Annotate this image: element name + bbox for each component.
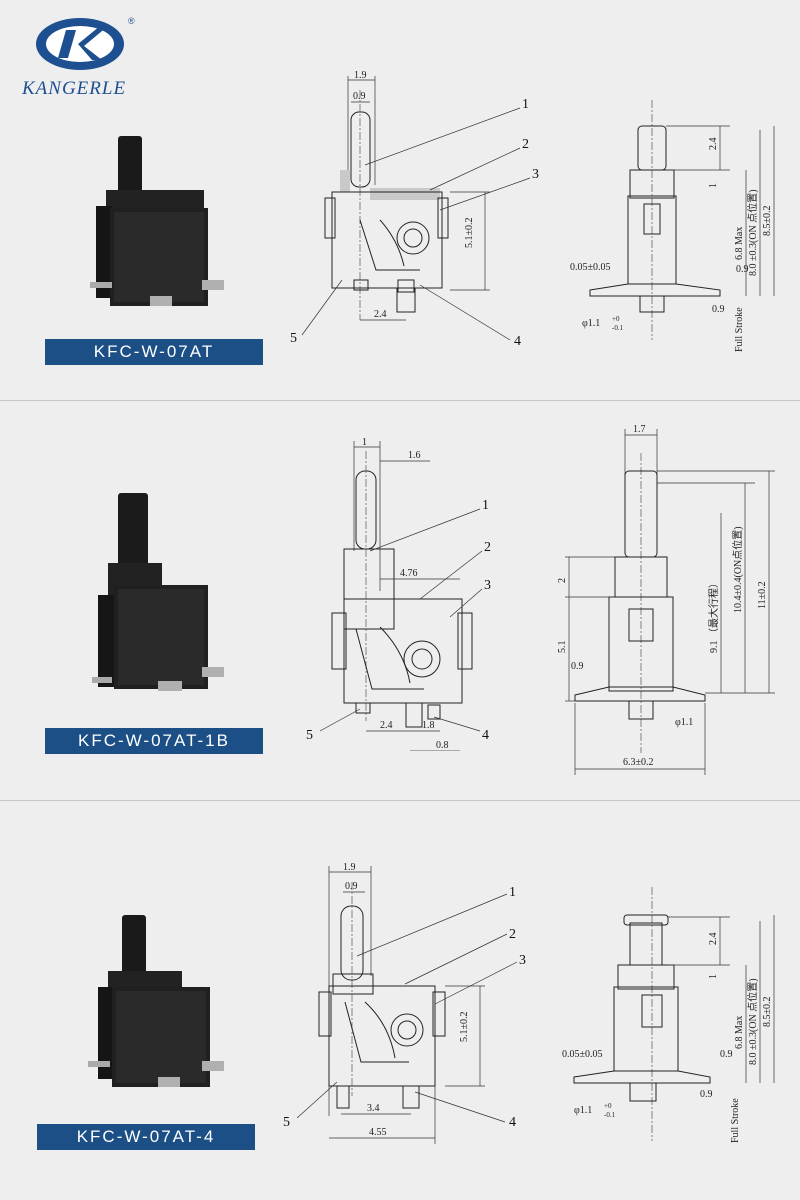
svg-text:0.9: 0.9 (345, 881, 358, 892)
svg-text:4: 4 (482, 728, 489, 743)
svg-text:-0.1: -0.1 (604, 1111, 616, 1119)
registered-mark: ® (128, 16, 135, 26)
model-label: KFC-W-07AT (45, 339, 263, 365)
svg-text:3: 3 (484, 578, 491, 593)
svg-text:0.9: 0.9 (720, 1049, 733, 1060)
svg-text:10.4±0.4(ON点位置): 10.4±0.4(ON点位置) (731, 526, 744, 613)
svg-text:0.05±0.05: 0.05±0.05 (570, 262, 611, 273)
svg-text:9.1 （最大行程）: 9.1 （最大行程） (707, 578, 720, 653)
svg-text:φ1.1: φ1.1 (582, 318, 600, 329)
svg-text:5: 5 (283, 1115, 290, 1130)
svg-text:4.76: 4.76 (400, 568, 418, 579)
product-section-1: ® KANGERLE KFC-W-07AT 1.9 0.9 (0, 0, 800, 400)
svg-text:8.0 ±0.3(ON 点位置): 8.0 ±0.3(ON 点位置) (746, 189, 759, 276)
svg-text:φ1.1: φ1.1 (675, 717, 693, 728)
brand-logo: ® (18, 12, 148, 112)
svg-text:1.8: 1.8 (422, 720, 435, 731)
svg-text:5: 5 (306, 728, 313, 743)
svg-text:1: 1 (708, 974, 719, 979)
svg-text:0.9: 0.9 (353, 91, 366, 102)
svg-text:-0.1: -0.1 (612, 324, 624, 332)
product-photo (86, 132, 236, 317)
svg-text:3: 3 (532, 167, 539, 182)
svg-text:2.4: 2.4 (374, 309, 387, 320)
svg-text:3: 3 (519, 953, 526, 968)
model-label: KFC-W-07AT-1B (45, 728, 263, 754)
svg-text:0.8: 0.8 (436, 740, 449, 751)
front-view-drawing: 1 1.6 4.76 2.4 1.8 0.8 1 2 3 4 5 (306, 437, 491, 751)
side-view-drawing: 2.4 1 6.8 Max 8.0 ±0.3(ON 点位置) 8.5±0.2 0… (570, 100, 775, 352)
svg-text:1: 1 (362, 437, 367, 448)
svg-text:5.1±0.2: 5.1±0.2 (464, 218, 475, 249)
svg-text:φ1.1: φ1.1 (574, 1105, 592, 1116)
side-view-drawing: 2.4 1 6.8 Max 8.0 ±0.3(ON 点位置) 8.5±0.2 0… (562, 887, 775, 1143)
svg-text:Full Stroke: Full Stroke (734, 307, 745, 352)
svg-text:4: 4 (509, 1115, 516, 1130)
svg-text:2: 2 (509, 927, 516, 942)
svg-text:0.9: 0.9 (736, 264, 749, 275)
svg-text:2: 2 (557, 578, 568, 583)
svg-text:2.4: 2.4 (708, 933, 719, 946)
svg-text:2.4: 2.4 (708, 138, 719, 151)
svg-text:6.3±0.2: 6.3±0.2 (623, 757, 654, 768)
svg-text:1: 1 (708, 183, 719, 188)
svg-text:6.8 Max: 6.8 Max (734, 227, 745, 260)
svg-text:4: 4 (514, 334, 521, 349)
svg-text:5.1±0.2: 5.1±0.2 (459, 1012, 470, 1043)
svg-text:6.8 Max: 6.8 Max (734, 1016, 745, 1049)
product-section-2: KFC-W-07AT-1B 1 1.6 4.76 2.4 1.8 0.8 1 2… (0, 400, 800, 800)
svg-text:2.4: 2.4 (380, 720, 393, 731)
svg-text:2: 2 (522, 137, 529, 152)
side-view-drawing: 1.7 2 5.1 0.9 9.1 （最大行程） 10.4±0.4(ON点位置)… (557, 424, 775, 775)
svg-text:1: 1 (482, 498, 489, 513)
svg-text:5: 5 (290, 331, 297, 346)
model-label: KFC-W-07AT-4 (37, 1124, 255, 1150)
front-view-drawing: 1.9 0.9 5.1±0.2 2.4 1 2 3 4 5 (290, 70, 539, 349)
svg-text:8.5±0.2: 8.5±0.2 (762, 997, 773, 1028)
svg-text:+0: +0 (612, 315, 620, 323)
svg-text:Full Stroke: Full Stroke (730, 1098, 741, 1143)
svg-text:4.55: 4.55 (369, 1127, 387, 1138)
svg-text:1.9: 1.9 (354, 70, 367, 81)
svg-text:0.9: 0.9 (712, 304, 725, 315)
svg-text:0.9: 0.9 (700, 1089, 713, 1100)
svg-text:8.0 ±0.3(ON 点位置): 8.0 ±0.3(ON 点位置) (746, 978, 759, 1065)
product-photo (88, 491, 238, 706)
product-section-3: KFC-W-07AT-4 1.9 0.9 3.4 4.55 5.1±0.2 1 … (0, 800, 800, 1200)
svg-text:11±0.2: 11±0.2 (757, 581, 768, 609)
svg-text:1: 1 (522, 97, 529, 112)
svg-text:0.05±0.05: 0.05±0.05 (562, 1049, 603, 1060)
svg-text:8.5±0.2: 8.5±0.2 (762, 206, 773, 237)
brand-name: KANGERLE (22, 78, 127, 99)
svg-text:1.7: 1.7 (633, 424, 646, 435)
front-view-drawing: 1.9 0.9 3.4 4.55 5.1±0.2 1 2 3 4 5 (283, 862, 526, 1144)
product-photo (86, 911, 236, 1106)
svg-text:+0: +0 (604, 1102, 612, 1110)
svg-text:3.4: 3.4 (367, 1103, 380, 1114)
svg-text:1: 1 (509, 885, 516, 900)
svg-text:5.1: 5.1 (557, 641, 568, 654)
svg-text:2: 2 (484, 540, 491, 555)
svg-text:1.9: 1.9 (343, 862, 356, 873)
logo-mark-icon: ® (36, 16, 135, 70)
svg-text:0.9: 0.9 (571, 661, 584, 672)
svg-text:1.6: 1.6 (408, 450, 421, 461)
